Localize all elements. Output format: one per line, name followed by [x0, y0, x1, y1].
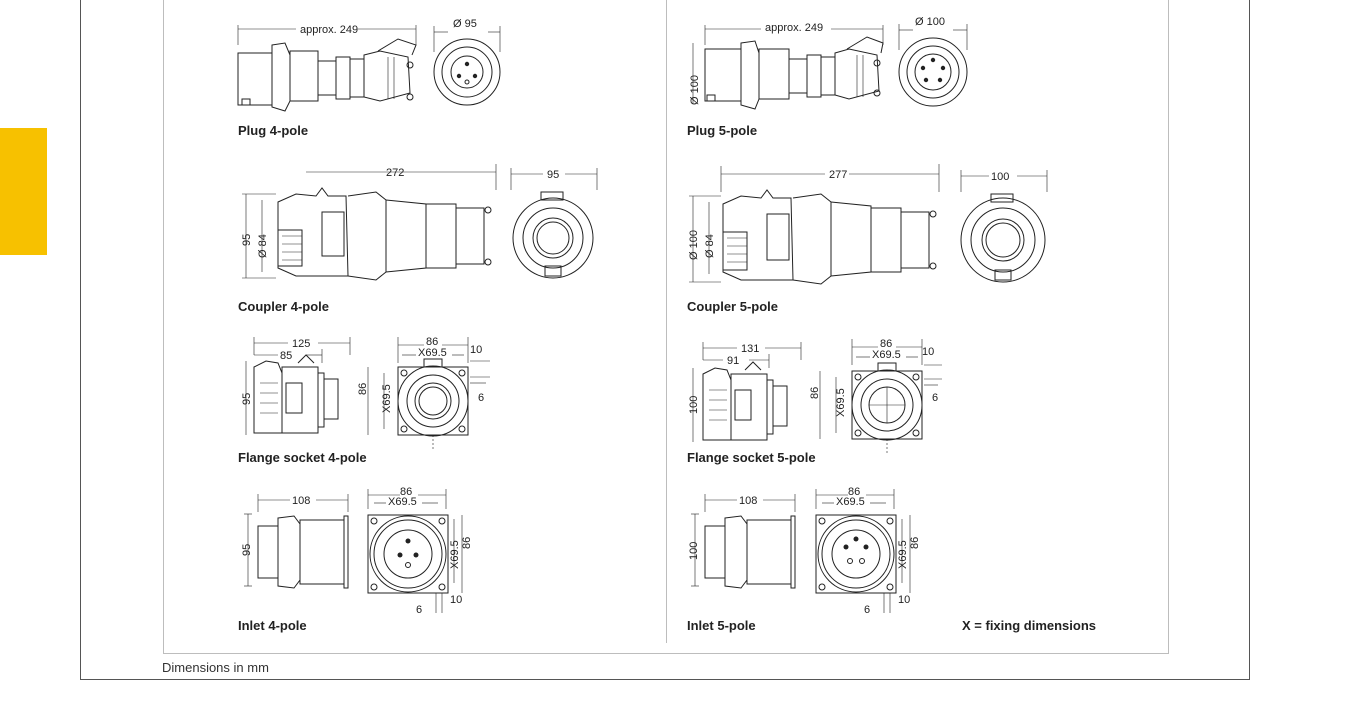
dim-text: 100: [688, 396, 700, 414]
dim-text: Ø 100: [689, 75, 701, 105]
coupler-5-label: Coupler 5-pole: [687, 299, 779, 314]
dim-text: 100: [688, 542, 700, 560]
dim-text: 10: [898, 594, 910, 606]
dim-text: 86: [400, 486, 412, 498]
coupler-5-front-view: 100: [960, 170, 1048, 283]
dim-text: 272: [386, 167, 404, 179]
inlet-5-side-view: 108 100: [688, 494, 796, 589]
dim-text: 86: [809, 387, 821, 399]
page-frame: [80, 0, 1250, 680]
dim-text: 6: [478, 392, 484, 404]
dim-text: approx. 249: [300, 24, 358, 36]
dim-text: 91: [727, 355, 739, 367]
dim-text: X69.5: [449, 540, 461, 569]
dim-text: 86: [880, 338, 892, 350]
coupler-4-side-view: 272 95 Ø 84: [241, 164, 497, 281]
drawings-frame: [163, 0, 1169, 654]
inlet-5-front-view: 86 X69.5 X69.5 86 10 6: [815, 486, 921, 616]
dim-text: 277: [829, 169, 847, 181]
dim-text: 95: [241, 544, 253, 556]
dim-text: 6: [932, 392, 938, 404]
section-tab: [0, 128, 47, 255]
dim-text: approx. 249: [765, 22, 823, 34]
plug-5-label: Plug 5-pole: [687, 123, 758, 138]
dim-text: 86: [426, 336, 438, 348]
flange-4-front-view: 86 X69.5 86 X69.5 10 6: [357, 336, 490, 451]
dim-text: 95: [241, 234, 253, 246]
dim-text: 86: [848, 486, 860, 498]
dim-text: 108: [292, 495, 310, 507]
dim-text: 125: [292, 338, 310, 350]
flange-4-label: Flange socket 4-pole: [238, 450, 367, 465]
dim-text: Ø 84: [257, 234, 269, 258]
dim-text: 6: [416, 604, 422, 616]
plug-4-front-view: Ø 95: [433, 18, 501, 106]
dimensions-note: Dimensions in mm: [162, 660, 269, 675]
dim-text: X69.5: [836, 496, 865, 508]
dim-text: X69.5: [388, 496, 417, 508]
dim-text: 95: [547, 169, 559, 181]
flange-4-side-view: 125 85 95: [241, 337, 351, 435]
plug-4-side-view: approx. 249: [237, 24, 417, 112]
fixing-dimensions-legend: X = fixing dimensions: [962, 618, 1096, 633]
dim-text: X69.5: [835, 388, 847, 417]
dim-text: Ø 84: [704, 234, 716, 258]
dim-text: 131: [741, 343, 759, 355]
dim-text: 86: [461, 537, 473, 549]
coupler-5-side-view: 277 Ø 100 Ø 84: [688, 164, 940, 285]
dim-text: 108: [739, 495, 757, 507]
flange-5-label: Flange socket 5-pole: [687, 450, 816, 465]
dim-text: 10: [450, 594, 462, 606]
coupler-4-label: Coupler 4-pole: [238, 299, 330, 314]
dim-text: 6: [864, 604, 870, 616]
inlet-4-label: Inlet 4-pole: [238, 618, 307, 633]
dim-text: 100: [991, 171, 1009, 183]
inlet-5-label: Inlet 5-pole: [687, 618, 756, 633]
inlet-4-side-view: 108 95: [241, 494, 349, 589]
coupler-4-front-view: 95: [510, 168, 598, 279]
plug-4-label: Plug 4-pole: [238, 123, 309, 138]
dim-text: Ø 100: [915, 16, 945, 28]
dim-text: 10: [922, 346, 934, 358]
dim-text: 10: [470, 344, 482, 356]
dim-text: 95: [241, 393, 253, 405]
dim-text: 86: [357, 383, 369, 395]
dim-text: X69.5: [381, 384, 393, 413]
column-divider: [666, 0, 667, 643]
dim-text: X69.5: [872, 349, 901, 361]
plug-5-side-view: approx. 249 Ø 100: [689, 22, 884, 110]
flange-5-side-view: 131 91 100: [688, 342, 802, 442]
flange-5-front-view: 86 X69.5 86 X69.5 10 6: [809, 338, 942, 453]
dim-text: Ø 100: [688, 230, 700, 260]
dim-text: 86: [909, 537, 921, 549]
dim-text: X69.5: [418, 347, 447, 359]
plug-5-front-view: Ø 100: [898, 16, 968, 107]
inlet-4-front-view: 86 X69.5 X69.5 86 10 6: [367, 486, 473, 616]
dim-text: Ø 95: [453, 18, 477, 30]
dim-text: X69.5: [897, 540, 909, 569]
dim-text: 85: [280, 350, 292, 362]
